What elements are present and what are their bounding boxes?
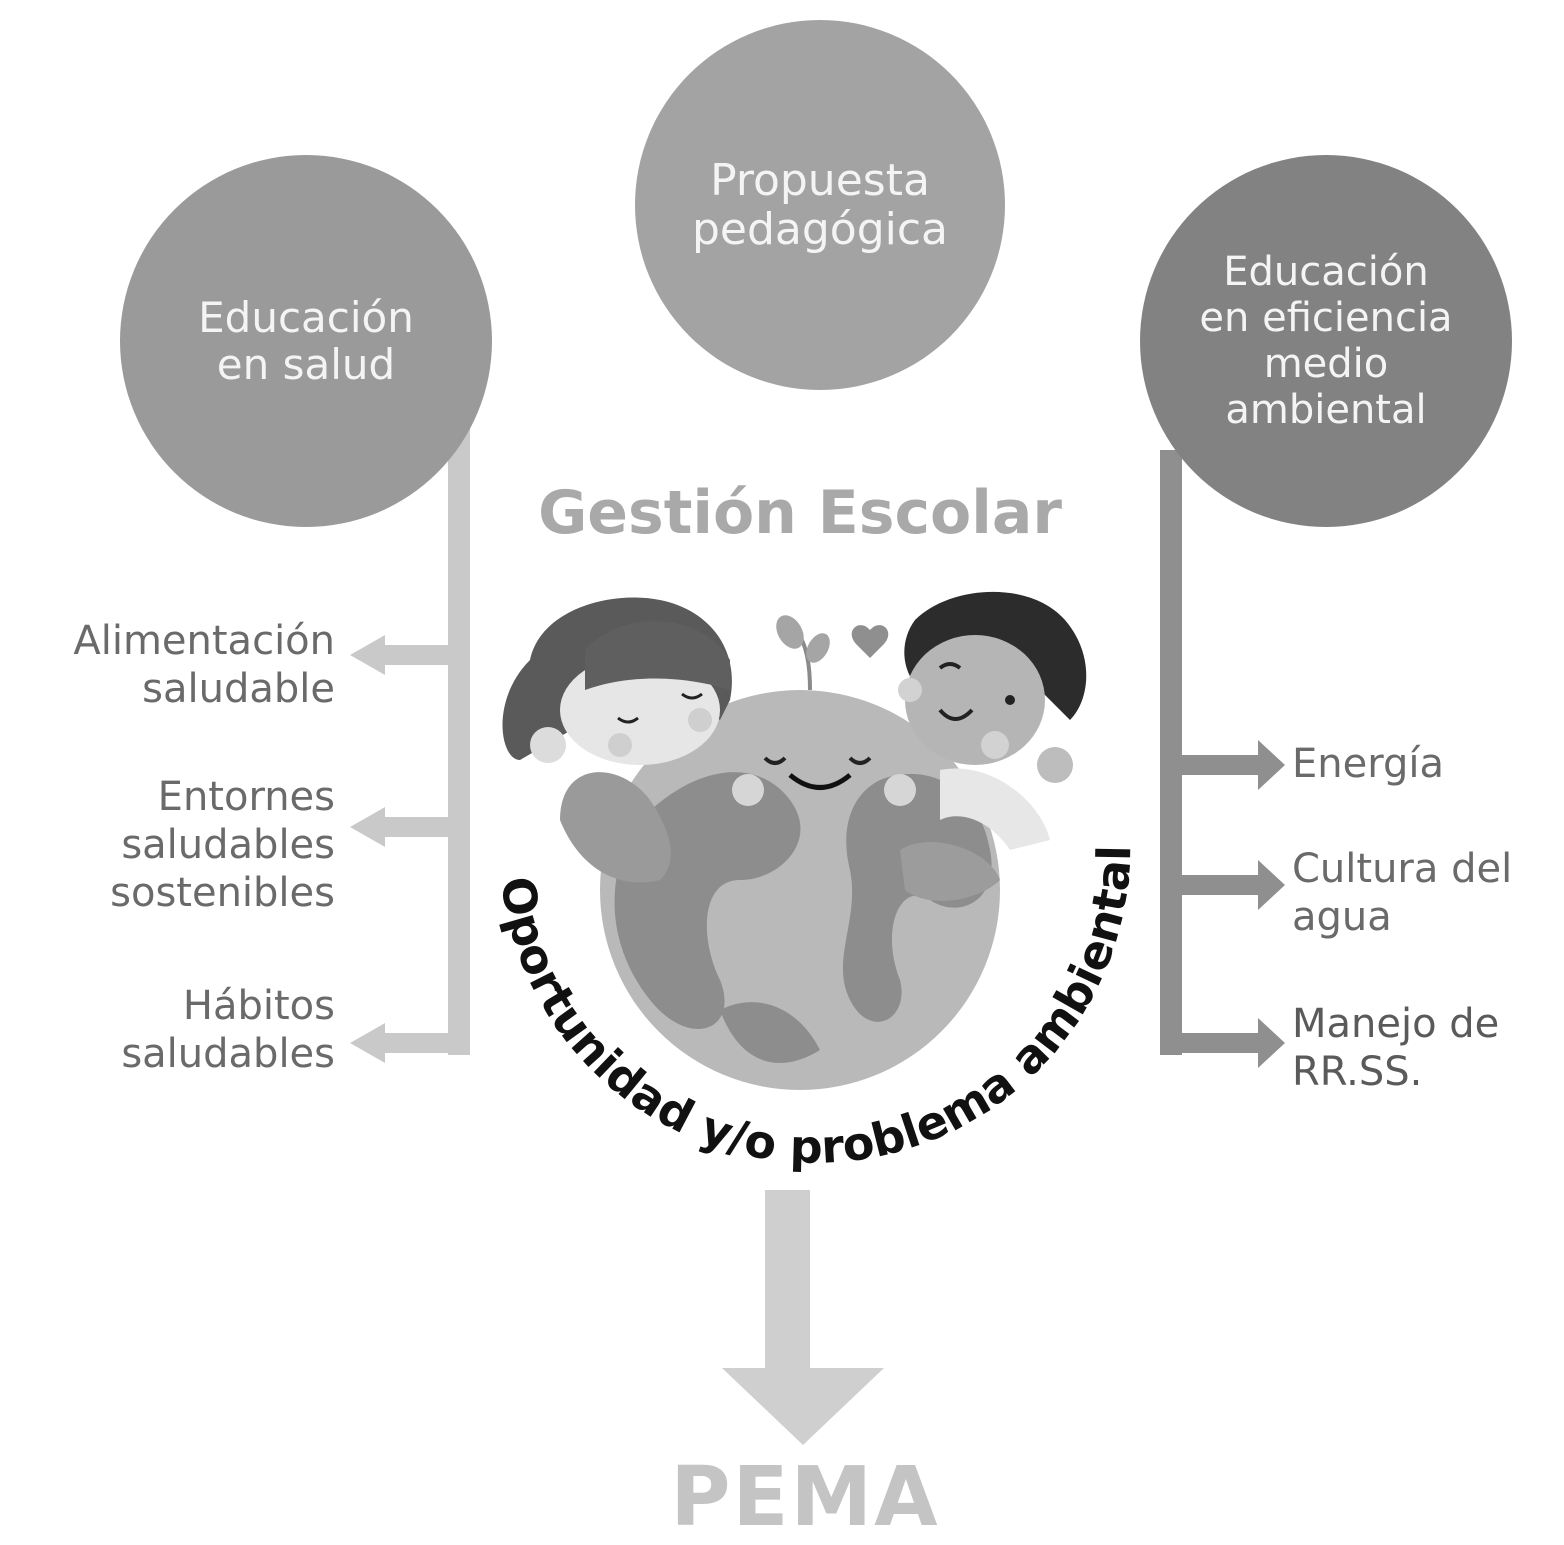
- left-item-entornes: Entornes saludables sostenibles: [0, 773, 335, 917]
- right-item-cultura-line-1: Cultura del: [1292, 846, 1513, 892]
- node-educacion-salud-line-1: Educación: [198, 292, 414, 342]
- right-item-energia-line-1: Energía: [1292, 741, 1444, 787]
- down-arrow: [722, 1190, 884, 1445]
- node-eficiencia-line-3: medio: [1263, 341, 1389, 387]
- output-label-pema: PEMA: [670, 1450, 940, 1545]
- left-connector: [350, 420, 470, 1063]
- node-eficiencia-line-2: en eficiencia: [1199, 295, 1453, 341]
- node-propuesta-pedagogica-line-2: pedagógica: [691, 204, 949, 255]
- center-title: Gestión Escolar: [538, 478, 1062, 548]
- left-item-entornes-line-1: Entornes: [157, 774, 335, 820]
- left-item-entornes-line-2: saludables: [121, 822, 335, 868]
- node-propuesta-pedagogica-line-1: Propuesta: [710, 154, 930, 206]
- node-eficiencia-line-1: Educación: [1223, 249, 1429, 295]
- right-connector: [1160, 450, 1285, 1068]
- node-eficiencia-ambiental: Educación en eficiencia medio ambiental: [1140, 155, 1512, 527]
- node-educacion-salud: Educación en salud: [120, 155, 492, 527]
- right-item-manejo-line-2: RR.SS.: [1292, 1049, 1423, 1095]
- left-item-habitos: Hábitos saludables: [0, 982, 335, 1078]
- node-eficiencia-line-4: ambiental: [1225, 387, 1427, 433]
- arc-text: Oportunidad y/o problema ambiental: [490, 845, 1141, 1174]
- right-item-manejo-rrss: Manejo de RR.SS.: [1292, 1000, 1562, 1096]
- left-item-habitos-line-1: Hábitos: [182, 983, 335, 1029]
- left-item-habitos-line-2: saludables: [121, 1031, 335, 1077]
- left-item-alimentacion-line-2: saludable: [142, 666, 335, 712]
- arc-text-path: Oportunidad y/o problema ambiental: [490, 845, 1141, 1174]
- node-propuesta-pedagogica: Propuesta pedagógica: [635, 20, 1005, 390]
- node-educacion-salud-line-2: en salud: [216, 340, 396, 389]
- left-item-entornes-line-3: sostenibles: [110, 870, 335, 916]
- right-item-manejo-line-1: Manejo de: [1292, 1001, 1500, 1047]
- left-item-alimentacion: Alimentación saludable: [0, 617, 335, 713]
- right-item-cultura-agua: Cultura del agua: [1292, 845, 1562, 941]
- earth-illustration: [502, 591, 1087, 1090]
- right-item-cultura-line-2: agua: [1292, 894, 1392, 940]
- left-item-alimentacion-line-1: Alimentación: [73, 618, 335, 664]
- right-item-energia: Energía: [1292, 740, 1562, 788]
